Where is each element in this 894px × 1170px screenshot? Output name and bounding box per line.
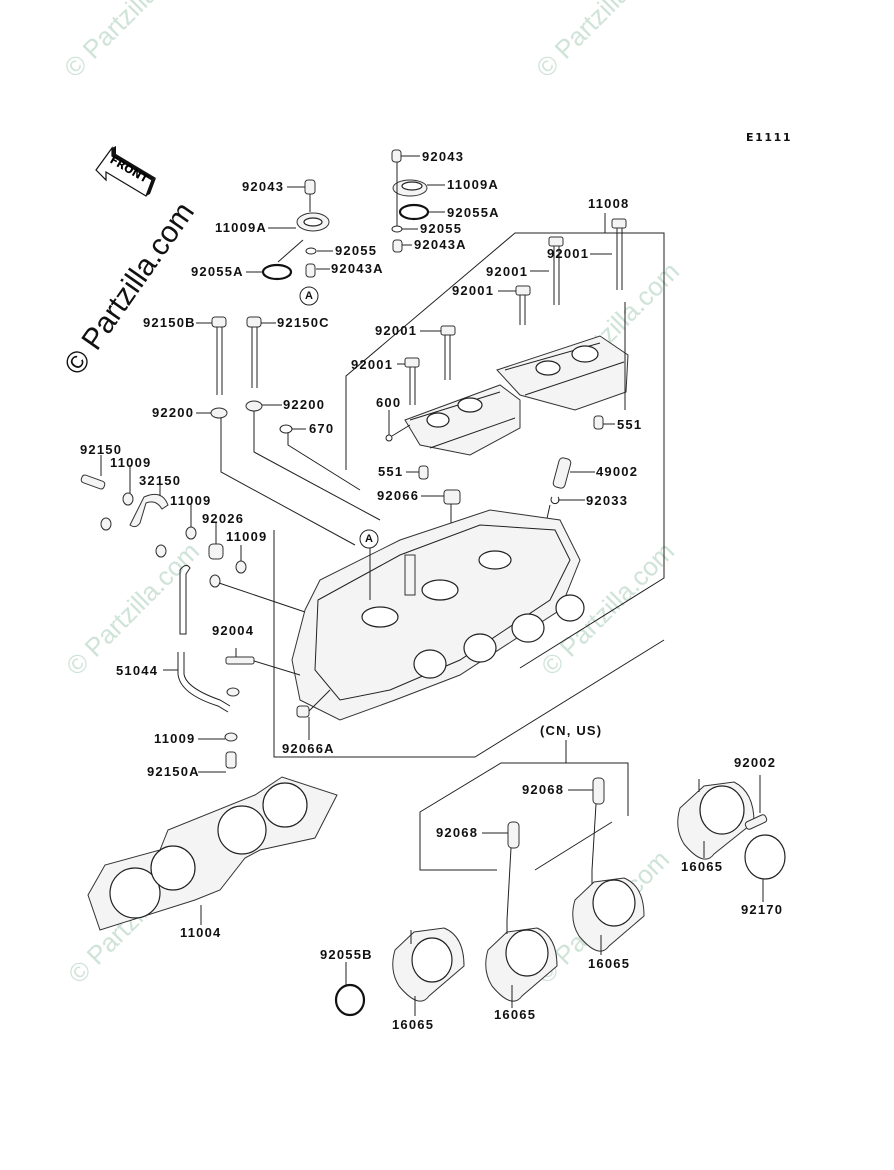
part-label-92068[interactable]: 92068	[522, 782, 565, 797]
bracket-head-bottom	[340, 639, 665, 758]
part-label-92068[interactable]: 92068	[436, 825, 479, 840]
part-label-92043[interactable]: 92043	[242, 179, 285, 194]
diagram-code: E1111	[746, 131, 793, 144]
part-label-92200[interactable]: 92200	[152, 405, 195, 420]
part-label-92055A[interactable]: 92055A	[191, 264, 244, 279]
part-label-92002[interactable]: 92002	[734, 755, 777, 770]
part-label-92150B[interactable]: 92150B	[143, 315, 196, 330]
head-gasket	[87, 776, 338, 931]
oring-92055A-left	[261, 263, 293, 281]
oring-92055B	[334, 983, 366, 1017]
part-label-11009[interactable]: 11009	[170, 493, 212, 508]
part-label-11008[interactable]: 11008	[588, 196, 630, 211]
dowel-92043-left	[304, 179, 316, 195]
cylinder-head	[291, 509, 585, 721]
carb-holder-right	[677, 779, 755, 860]
part-label-92001[interactable]: 92001	[452, 283, 495, 298]
part-label-92055[interactable]: 92055	[420, 221, 463, 236]
part-label-92055[interactable]: 92055	[335, 243, 378, 258]
callout-a-left	[299, 286, 319, 306]
bracket-11008-right	[515, 232, 665, 669]
part-label-92066[interactable]: 92066	[377, 488, 420, 503]
carb-holder-center	[485, 920, 558, 1002]
variant-note: (CN, US)	[540, 723, 603, 738]
part-label-92200[interactable]: 92200	[283, 397, 326, 412]
part-label-16065[interactable]: 16065	[588, 956, 631, 971]
part-label-92001[interactable]: 92001	[547, 246, 590, 261]
part-label-92043A[interactable]: 92043A	[414, 237, 467, 252]
part-label-92055B[interactable]: 92055B	[320, 947, 373, 962]
part-label-11004[interactable]: 11004	[180, 925, 222, 940]
front-arrow-icon	[95, 146, 156, 197]
callout-a-label: A	[305, 290, 315, 302]
part-label-49002[interactable]: 49002	[596, 464, 639, 479]
callout-a-label: A	[365, 533, 375, 545]
part-label-51044[interactable]: 51044	[116, 663, 159, 678]
bolt-92150C	[246, 316, 262, 388]
part-label-92004[interactable]: 92004	[212, 623, 255, 638]
part-label-600[interactable]: 600	[376, 395, 402, 410]
bracket-cnus-diag	[534, 821, 613, 871]
part-label-92043[interactable]: 92043	[422, 149, 465, 164]
part-label-32150[interactable]: 32150	[139, 473, 182, 488]
dowel-92043A-left	[305, 263, 316, 278]
callout-a-head	[359, 529, 379, 549]
bolt-92150B	[211, 316, 227, 395]
part-label-551[interactable]: 551	[617, 417, 643, 432]
part-label-92066A[interactable]: 92066A	[282, 741, 335, 756]
part-label-92043A[interactable]: 92043A	[331, 261, 384, 276]
part-label-11009[interactable]: 11009	[154, 731, 196, 746]
bracket-cnus	[419, 740, 567, 871]
part-label-92001[interactable]: 92001	[486, 264, 529, 279]
part-label-92001[interactable]: 92001	[375, 323, 418, 338]
bracket-cnus-right	[566, 762, 629, 816]
part-label-92055A[interactable]: 92055A	[447, 205, 500, 220]
part-label-92150[interactable]: 92150	[80, 442, 123, 457]
oring-92055-left	[305, 247, 317, 255]
part-label-92026[interactable]: 92026	[202, 511, 245, 526]
carb-holder-mid	[572, 870, 645, 952]
camshaft-holder-rear	[496, 335, 629, 411]
bracket-head-left	[273, 530, 340, 758]
part-label-11009[interactable]: 11009	[110, 455, 152, 470]
part-label-92001[interactable]: 92001	[351, 357, 394, 372]
part-label-11009A[interactable]: 11009A	[447, 177, 500, 192]
part-label-11009[interactable]: 11009	[226, 529, 268, 544]
part-label-92150A[interactable]: 92150A	[147, 764, 200, 779]
part-label-92150C[interactable]: 92150C	[277, 315, 330, 330]
part-label-16065[interactable]: 16065	[494, 1007, 537, 1022]
carb-holder-left	[392, 927, 465, 1002]
part-label-551[interactable]: 551	[378, 464, 404, 479]
camshaft-holder-front	[404, 384, 521, 456]
part-label-16065[interactable]: 16065	[392, 1017, 435, 1032]
part-label-670[interactable]: 670	[309, 421, 335, 436]
part-label-16065[interactable]: 16065	[681, 859, 724, 874]
part-label-11009A[interactable]: 11009A	[215, 220, 268, 235]
part-label-92033[interactable]: 92033	[586, 493, 629, 508]
part-label-92170[interactable]: 92170	[741, 902, 784, 917]
